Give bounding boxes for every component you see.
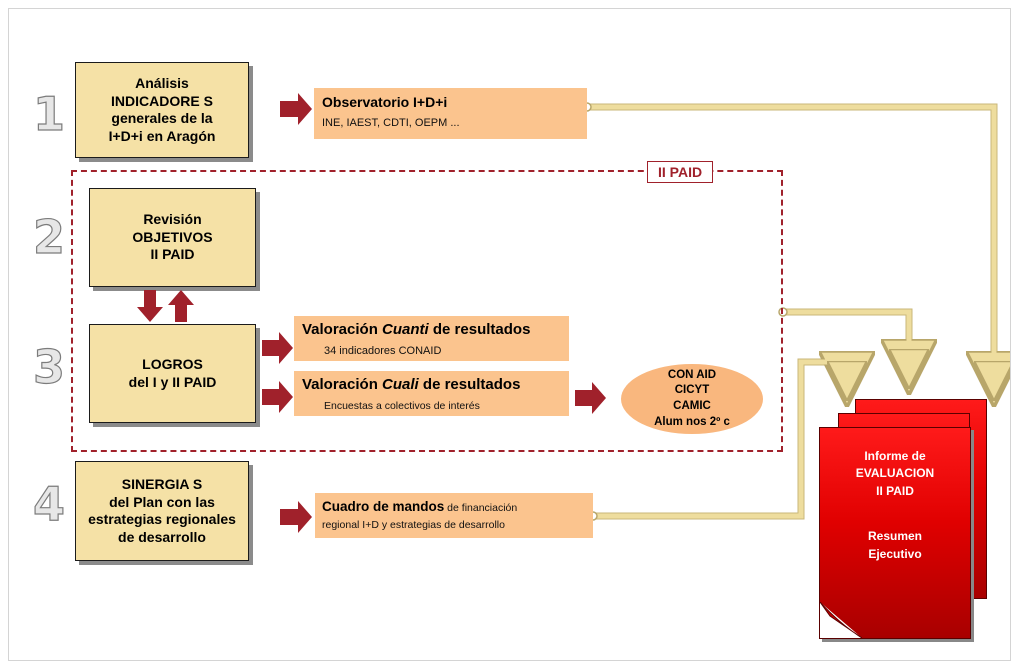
step-number-4: 4: [32, 477, 65, 531]
report-subtitle-line-1: Resumen: [867, 529, 923, 544]
oval-line-1: CON AID: [667, 368, 717, 381]
paid-region-label: II PAID: [647, 161, 714, 183]
report-title-line-1: Informe de: [864, 449, 926, 463]
arrow-cuali-to-oval: [575, 382, 606, 414]
box-valoracion-cuanti: Valoración Cuanti de resultados 34 indic…: [294, 316, 569, 361]
box-analisis-indicadores: Análisis INDICADORE S generales de la I+…: [75, 62, 249, 158]
box-revision-objetivos: Revisión OBJETIVOS II PAID: [89, 188, 256, 287]
paid-dashed-region: [71, 170, 783, 452]
arrow-logros-to-cuanti: [262, 332, 293, 364]
cuadro-title: Cuadro de mandos: [322, 499, 445, 514]
step-number-2: 2: [32, 210, 65, 264]
connector-cuadro-to-report: [593, 362, 847, 520]
connector-observatorio-to-report: [587, 103, 994, 386]
cuali-title-post: de resultados: [418, 376, 521, 393]
cuadro-title-line: Cuadro de mandos de financiación: [322, 498, 517, 516]
arrow-logros-to-cuali: [262, 381, 293, 413]
step-number-3: 3: [32, 340, 65, 394]
cuali-subtitle: Encuestas a colectivos de interés: [324, 400, 480, 412]
arrow-logros-up: [168, 290, 194, 322]
box-cuadro-de-mandos: Cuadro de mandos de financiación regiona…: [315, 493, 593, 538]
box-sinergias: SINERGIA S del Plan con las estrategias …: [75, 461, 249, 561]
report-subtitle-line-2: Ejecutivo: [868, 546, 922, 561]
report-page-curl: [820, 602, 862, 638]
cuadro-title-rest: de financiación: [444, 502, 518, 514]
cuanti-title: Valoración Cuanti de resultados: [302, 321, 530, 338]
cuanti-subtitle: 34 indicadores CONAID: [324, 345, 442, 357]
arrow-revision-down: [137, 290, 163, 322]
arrow-analisis-to-observatorio: [280, 93, 312, 125]
report-title-line-3: II PAID: [876, 483, 914, 498]
cuali-title-pre: Valoración: [302, 376, 383, 393]
cuadro-subtitle: regional I+D y estrategias de desarrollo: [322, 519, 505, 531]
box-valoracion-cuali: Valoración Cuali de resultados Encuestas…: [294, 371, 569, 416]
diagram-frame: 1 2 3 4 II PAID Análisis INDICADORE S ge…: [8, 8, 1011, 661]
cuali-title: Valoración Cuali de resultados: [302, 376, 520, 393]
oval-conaid-cicyt-camic: CON AID CICYT CAMIC Alum nos 2º c: [621, 364, 763, 434]
observatorio-title: Observatorio I+D+i: [322, 94, 448, 110]
cuanti-title-em: Cuanti: [382, 321, 429, 338]
cuanti-title-post: de resultados: [428, 321, 531, 338]
box-observatorio: Observatorio I+D+i INE, IAEST, CDTI, OEP…: [314, 88, 587, 139]
red-arrows: [137, 93, 606, 533]
cuanti-title-pre: Valoración: [302, 321, 383, 338]
oval-line-2: CICYT: [674, 384, 710, 397]
step-number-1: 1: [32, 87, 65, 141]
report-title-line-2: EVALUACION: [855, 466, 935, 481]
report-document: Informe de EVALUACION II PAID Resumen Ej…: [819, 427, 971, 639]
box-logros: LOGROS del I y II PAID: [89, 324, 256, 423]
oval-line-3: CAMIC: [673, 400, 711, 412]
connector-paid-to-report: [783, 308, 909, 374]
observatorio-sources: INE, IAEST, CDTI, OEPM ...: [322, 117, 460, 129]
oval-line-4: Alum nos 2º c: [654, 415, 730, 428]
cuali-title-em: Cuali: [382, 376, 419, 393]
arrow-sinergias-to-cuadro: [280, 501, 312, 533]
